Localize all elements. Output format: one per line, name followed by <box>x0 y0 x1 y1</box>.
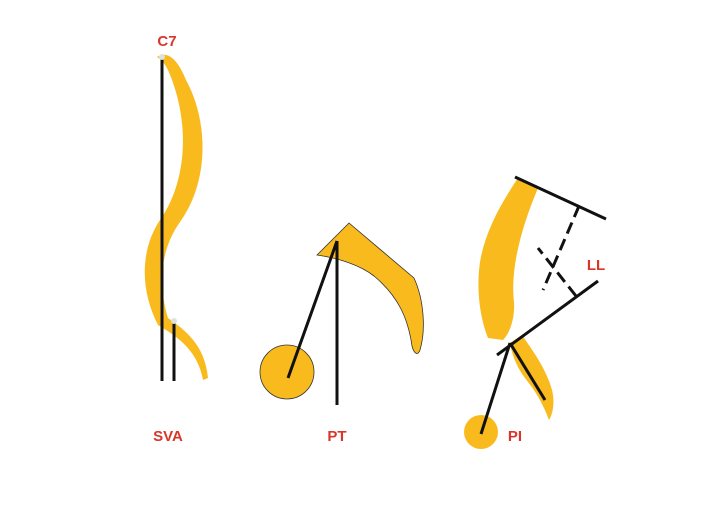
c7-marker <box>159 54 165 60</box>
sva-panel <box>144 54 208 381</box>
c7-label: C7 <box>157 33 176 50</box>
pelvis-shape <box>316 222 424 354</box>
pi-line <box>479 342 512 435</box>
pi-label: PI <box>508 428 522 445</box>
pt-tilt-line <box>286 240 339 379</box>
femoral-head <box>259 344 315 400</box>
sacral-perpendicular-line <box>508 342 547 401</box>
ll-lower-perpendicular-dashed <box>536 247 578 297</box>
spine-curve-shape <box>144 54 208 381</box>
sacrum-marker <box>171 318 177 324</box>
ll-pi-panel <box>464 175 607 449</box>
pt-label: PT <box>327 428 346 445</box>
pt-panel <box>259 222 424 405</box>
lumbar-spine-shape <box>478 178 538 340</box>
ll-upper-endplate-line <box>514 175 607 221</box>
ll-upper-perpendicular-dashed <box>541 205 581 291</box>
ll-label: LL <box>587 257 605 274</box>
sva-label: SVA <box>153 428 183 445</box>
ll-lower-endplate-line <box>496 279 599 357</box>
